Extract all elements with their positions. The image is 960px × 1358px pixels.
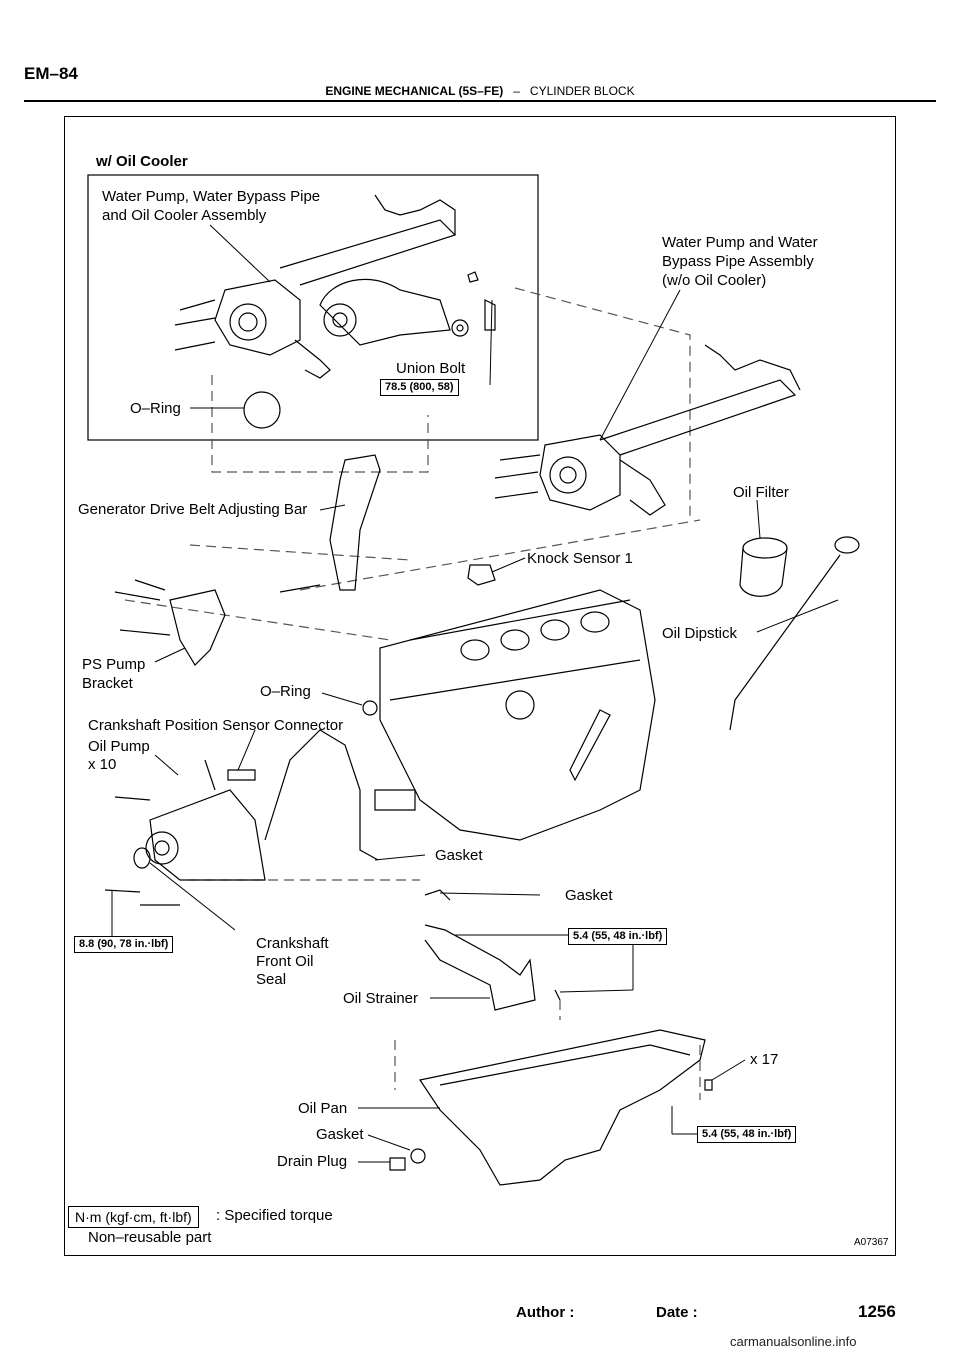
leader-lines (111, 224, 839, 1163)
label-oil-pump: Oil Pump (88, 738, 150, 755)
label-gasket-1: Gasket (435, 847, 483, 864)
section-title-oil-cooler: w/ Oil Cooler (96, 153, 188, 170)
label-wp-oil-cooler-1: Water Pump, Water Bypass Pipe (102, 188, 321, 205)
oil-strainer-drawing (104, 889, 561, 1011)
figure-id: A07367 (854, 1237, 889, 1248)
footer-author-label: Author : (516, 1304, 575, 1321)
label-generator-bar: Generator Drive Belt Adjusting Bar (78, 501, 308, 518)
label-oring-mid: O–Ring (260, 683, 311, 700)
generator-bar-drawing (329, 454, 381, 591)
assembly-dashed-lines (124, 287, 701, 1100)
label-x10: x 10 (88, 756, 117, 773)
header-rule (24, 100, 936, 102)
title-separator: – (513, 84, 520, 98)
label-wp-assy-1: Water Pump and Water (662, 234, 818, 251)
label-crank-seal-3: Seal (256, 971, 287, 988)
torque-oil-pan: 5.4 (55, 48 in.·lbf) (697, 1126, 797, 1143)
label-oring-top: O–Ring (130, 400, 181, 417)
label-oil-filter: Oil Filter (733, 484, 789, 501)
label-wp-assy-3: (w/o Oil Cooler) (662, 272, 767, 289)
legend-unit-desc: : Specified torque (216, 1207, 333, 1224)
page-number: 1256 (858, 1302, 896, 1321)
label-oil-dipstick: Oil Dipstick (662, 625, 738, 642)
label-crank-seal-2: Front Oil (256, 953, 314, 970)
page-code: EM–84 (24, 64, 78, 83)
torque-union-bolt: 78.5 (800, 58) (380, 379, 459, 396)
legend-nonreusable: Non–reusable part (88, 1229, 212, 1246)
knock-sensor-drawing (467, 564, 496, 586)
water-pump-oil-cooler-drawing (174, 194, 496, 429)
page-title: ENGINE MECHANICAL (5S–FE) – CYLINDER BLO… (0, 84, 960, 98)
torque-strainer: 5.4 (55, 48 in.·lbf) (568, 928, 668, 945)
label-union-bolt: Union Bolt (396, 360, 466, 377)
oring-mid-drawing (362, 700, 378, 716)
oil-cooler-inset-box (87, 174, 539, 441)
watermark: carmanualsonline.info (730, 1334, 857, 1349)
label-drain-plug: Drain Plug (277, 1153, 348, 1170)
label-crank-connector: Crankshaft Position Sensor Connector (88, 717, 344, 734)
footer-date-label: Date : (656, 1304, 698, 1321)
subsection-name: CYLINDER BLOCK (529, 84, 635, 98)
oil-pump-drawing (114, 759, 266, 881)
legend-unit-box: N·m (kgf·cm, ft·lbf) (68, 1206, 199, 1228)
oil-dipstick-drawing (729, 536, 860, 731)
oil-filter-drawing (739, 537, 788, 597)
label-wp-oil-cooler-2: and Oil Cooler Assembly (102, 207, 267, 224)
cylinder-block-drawing (374, 589, 656, 841)
label-wp-assy-2: Bypass Pipe Assembly (662, 253, 814, 270)
label-ps-pump-2: Bracket (82, 675, 133, 692)
label-ps-pump-1: PS Pump (82, 656, 146, 673)
label-oil-strainer: Oil Strainer (343, 990, 419, 1007)
water-pump-assembly-drawing (494, 344, 801, 516)
gasket-front-drawing (264, 729, 379, 861)
label-gasket-2: Gasket (565, 887, 613, 904)
oil-pan-drawing (389, 1029, 713, 1186)
section-name: ENGINE MECHANICAL (5S–FE) (325, 84, 504, 98)
label-oil-pan: Oil Pan (298, 1100, 348, 1117)
label-gasket-3: Gasket (316, 1126, 364, 1143)
ps-bracket-drawing (169, 589, 226, 666)
label-knock-sensor: Knock Sensor 1 (527, 550, 633, 567)
label-crank-seal-1: Crankshaft (256, 935, 329, 952)
label-x17: x 17 (750, 1051, 779, 1068)
torque-oil-pump: 8.8 (90, 78 in.·lbf) (74, 936, 174, 953)
diagram-frame (64, 116, 896, 1256)
